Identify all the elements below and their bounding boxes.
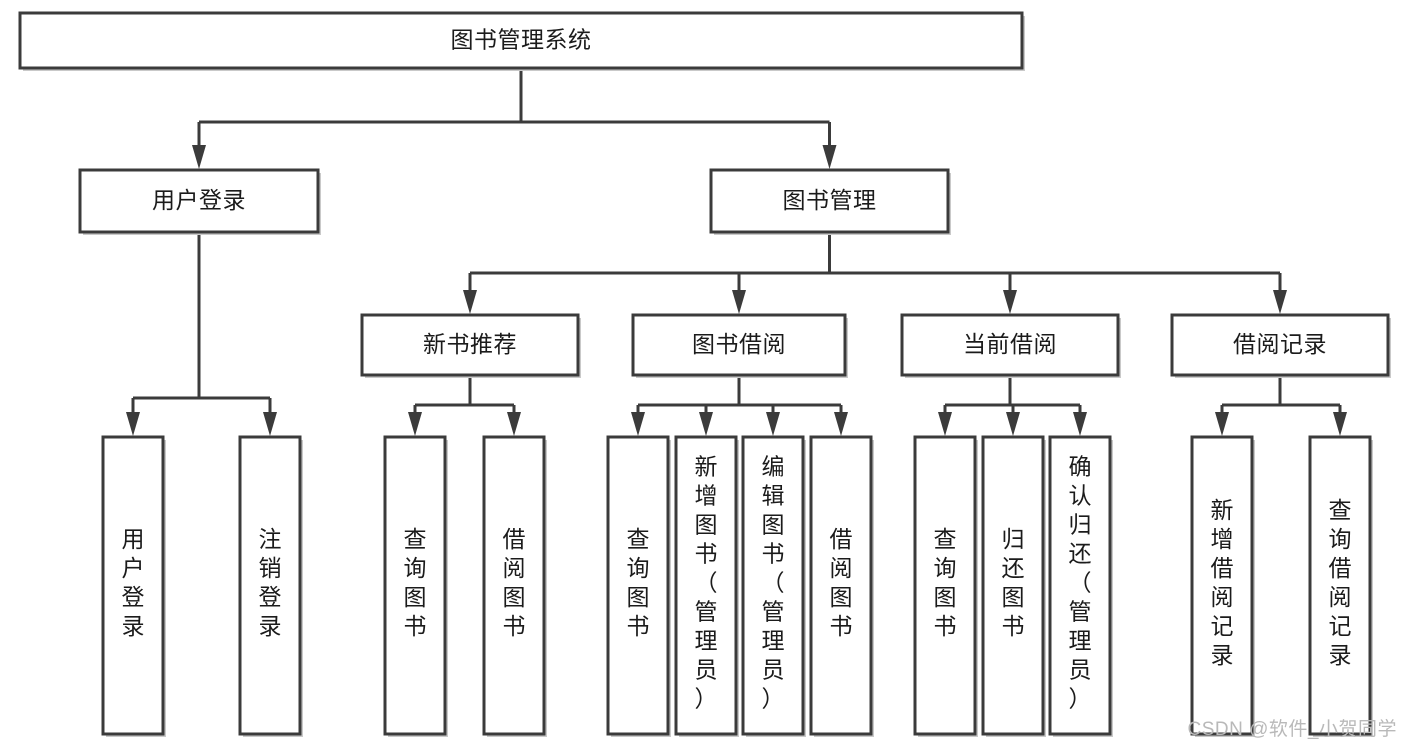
node-leaf_login_1[interactable]: 用户登录	[101, 435, 166, 737]
node-label: 借阅图书	[503, 526, 526, 639]
node-leaf_rec_2[interactable]: 查询借阅记录	[1308, 435, 1373, 737]
node-label: 图书管理	[783, 187, 877, 213]
node-leaf_cur_1[interactable]: 查询图书	[913, 435, 978, 737]
node-login[interactable]: 用户登录	[78, 168, 321, 235]
node-label: 查询图书	[934, 526, 957, 639]
node-label: 注销登录	[259, 526, 282, 639]
arrow-head-icon	[1073, 412, 1087, 436]
node-box[interactable]	[238, 435, 302, 736]
node-box[interactable]	[913, 435, 977, 736]
node-box[interactable]	[1170, 313, 1390, 377]
node-newbook[interactable]: 新书推荐	[360, 313, 581, 378]
node-box[interactable]	[482, 435, 546, 736]
node-box[interactable]	[709, 168, 950, 234]
node-label: 新增图书（管理员）	[695, 454, 718, 712]
arrow-head-icon	[822, 145, 837, 169]
node-box[interactable]	[741, 435, 805, 736]
arrow-head-icon	[507, 412, 521, 436]
node-box[interactable]	[900, 313, 1120, 377]
arrow-head-icon	[408, 412, 422, 436]
node-current[interactable]: 当前借阅	[900, 313, 1121, 378]
node-label: 用户登录	[122, 526, 145, 639]
node-label: 当前借阅	[963, 331, 1057, 357]
node-leaf_bor_4[interactable]: 借阅图书	[809, 435, 874, 737]
arrow-head-icon	[766, 412, 780, 436]
arrow-head-icon	[699, 412, 713, 436]
node-leaf_cur_2[interactable]: 归还图书	[981, 435, 1046, 737]
arrow-head-icon	[834, 412, 848, 436]
node-box[interactable]	[101, 435, 165, 736]
node-leaf_new_2[interactable]: 借阅图书	[482, 435, 547, 737]
node-box[interactable]	[18, 11, 1024, 70]
node-box[interactable]	[1308, 435, 1372, 736]
node-layer: 图书管理系统用户登录图书管理新书推荐图书借阅当前借阅借阅记录用户登录注销登录查询…	[18, 11, 1391, 737]
node-leaf_bor_2[interactable]: 新增图书（管理员）	[674, 435, 739, 737]
node-box[interactable]	[606, 435, 670, 736]
node-leaf_bor_3[interactable]: 编辑图书（管理员）	[741, 435, 806, 737]
arrow-head-icon	[1333, 412, 1347, 436]
node-box[interactable]	[809, 435, 873, 736]
arrow-head-icon	[1273, 290, 1287, 314]
node-box[interactable]	[631, 313, 847, 377]
arrow-head-icon	[126, 412, 140, 436]
node-label: 新书推荐	[423, 331, 517, 357]
node-leaf_bor_1[interactable]: 查询图书	[606, 435, 671, 737]
node-borrow[interactable]: 图书借阅	[631, 313, 848, 378]
connector-layer	[126, 68, 1347, 436]
node-box[interactable]	[981, 435, 1045, 736]
arrow-head-icon	[192, 145, 206, 169]
arrow-head-icon	[1003, 290, 1017, 314]
arrow-head-icon	[938, 412, 952, 436]
node-leaf_cur_3[interactable]: 确认归还（管理员）	[1048, 435, 1113, 737]
node-box[interactable]	[78, 168, 320, 234]
node-box[interactable]	[1048, 435, 1112, 736]
node-label: 用户登录	[152, 187, 246, 213]
node-label: 图书借阅	[692, 331, 786, 357]
node-label: 查询图书	[627, 526, 650, 639]
node-label: 借阅图书	[830, 526, 853, 639]
node-label: 编辑图书（管理员）	[762, 454, 785, 712]
node-label: 确认归还（管理员）	[1069, 454, 1092, 712]
node-root[interactable]: 图书管理系统	[18, 11, 1025, 71]
node-box[interactable]	[383, 435, 447, 736]
node-label: 查询借阅记录	[1329, 497, 1352, 668]
arrow-head-icon	[463, 290, 477, 314]
arrow-head-icon	[263, 412, 277, 436]
arrow-head-icon	[732, 290, 746, 314]
arrow-head-icon	[631, 412, 645, 436]
node-bookmgmt[interactable]: 图书管理	[709, 168, 951, 235]
node-leaf_login_2[interactable]: 注销登录	[238, 435, 303, 737]
arrow-head-icon	[1215, 412, 1229, 436]
node-label: 新增借阅记录	[1211, 497, 1234, 668]
node-label: 归还图书	[1002, 526, 1025, 639]
node-leaf_rec_1[interactable]: 新增借阅记录	[1190, 435, 1255, 737]
node-label: 借阅记录	[1233, 331, 1327, 357]
node-box[interactable]	[360, 313, 580, 377]
node-leaf_new_1[interactable]: 查询图书	[383, 435, 448, 737]
node-box[interactable]	[674, 435, 738, 736]
node-label: 查询图书	[404, 526, 427, 639]
arrow-head-icon	[1006, 412, 1020, 436]
node-record[interactable]: 借阅记录	[1170, 313, 1391, 378]
node-box[interactable]	[1190, 435, 1254, 736]
node-label: 图书管理系统	[451, 27, 592, 53]
